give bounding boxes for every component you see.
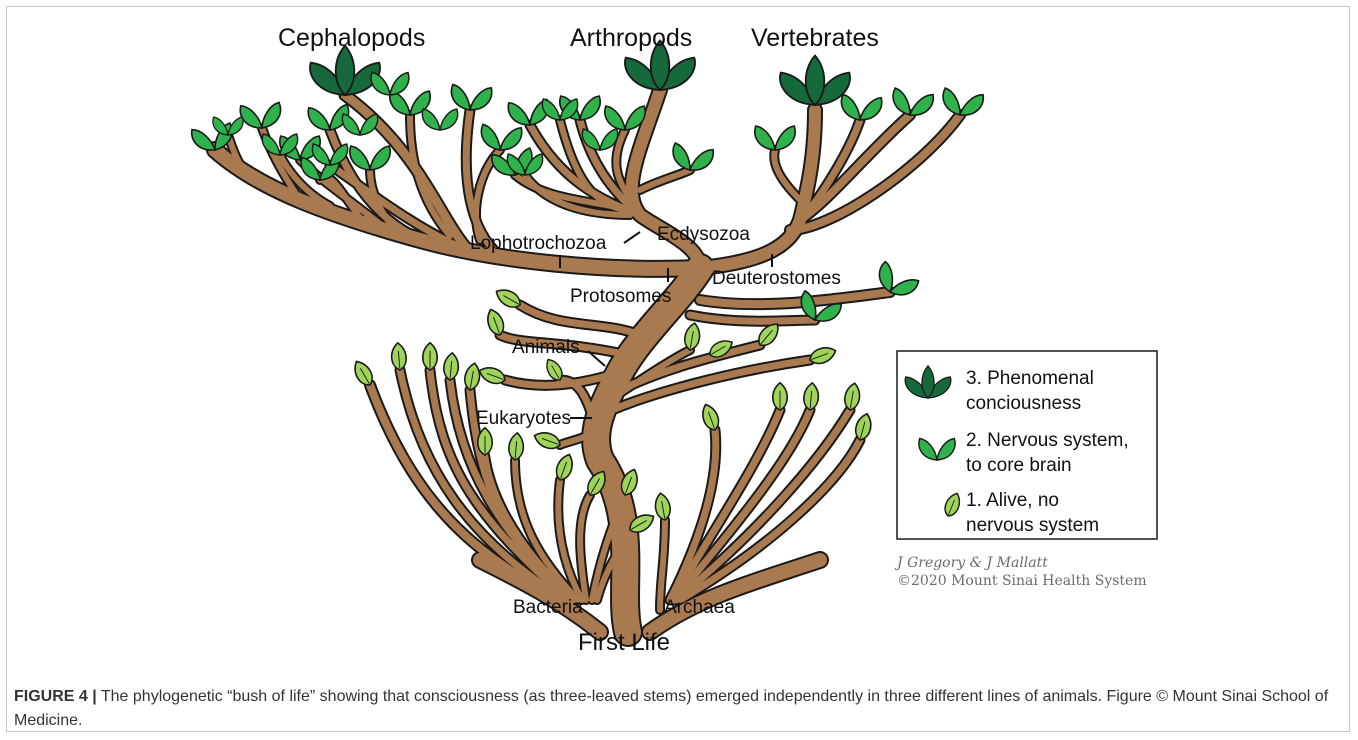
label-lophotrochozoa: Lophotrochozoa [470, 233, 607, 254]
branch [640, 170, 690, 190]
single-leaf-icon [390, 342, 407, 370]
single-leaf-icon [653, 492, 672, 521]
legend-item-1-line1: 1. Alive, no [966, 490, 1059, 511]
two-leaves-icon [840, 94, 882, 121]
two-leaves-icon [350, 146, 390, 170]
single-leaf-icon [443, 352, 460, 380]
label-deuterostomes: Deuterostomes [712, 268, 841, 289]
single-leaf-icon [773, 383, 787, 410]
single-leaf-icon [508, 432, 525, 460]
two-leaves-icon [422, 109, 457, 130]
figure-caption: FIGURE 4 | The phylogenetic “bush of lif… [14, 685, 1344, 733]
label-animals: Animals [512, 337, 580, 358]
label-cephalopods: Cephalopods [278, 24, 425, 52]
label-arthropods: Arthropods [570, 24, 692, 52]
two-leaves-icon [670, 143, 714, 174]
credit-copyright: ©2020 Mount Sinai Health System [897, 573, 1147, 589]
two-leaves-icon [940, 88, 984, 119]
label-ecdysozoa: Ecdysozoa [657, 224, 750, 245]
caption-label: FIGURE 4 | [14, 688, 97, 705]
single-leaf-icon [423, 343, 437, 370]
legend: 3. Phenomenal conciousness 2. Nervous sy… [897, 351, 1157, 539]
caption-text: The phylogenetic “bush of life” showing … [14, 688, 1328, 729]
two-leaves-icon [342, 114, 377, 135]
two-leaves-icon [371, 73, 409, 96]
label-eukaryotes: Eukaryotes [476, 408, 571, 429]
label-vertebrates: Vertebrates [751, 24, 879, 52]
two-leaves-icon [450, 84, 492, 111]
bush-of-life-diagram: Cephalopods Arthropods Vertebrates Lopho… [0, 0, 1358, 670]
label-protosomes: Protosomes [570, 286, 671, 307]
two-leaves-icon [890, 88, 934, 119]
two-leaves-icon [240, 102, 282, 129]
three-dark-leaves-icon [310, 46, 380, 95]
two-leaves-icon [480, 124, 522, 151]
legend-item-1-line2: nervous system [966, 515, 1099, 536]
label-first-life: First Life [578, 629, 670, 656]
credit-authors: J Gregory & J Mallatt [894, 555, 1048, 571]
legend-item-2-line2: to core brain [966, 455, 1072, 476]
legend-item-3-line2: conciousness [966, 393, 1081, 414]
label-archaea: Archaea [664, 597, 735, 618]
legend-item-2-line1: 2. Nervous system, [966, 430, 1129, 451]
label-bacteria: Bacteria [513, 597, 583, 618]
single-leaf-icon [803, 382, 820, 410]
two-leaves-icon [755, 126, 795, 150]
three-dark-leaves-icon [780, 56, 850, 105]
legend-item-3-line1: 3. Phenomenal [966, 368, 1094, 389]
